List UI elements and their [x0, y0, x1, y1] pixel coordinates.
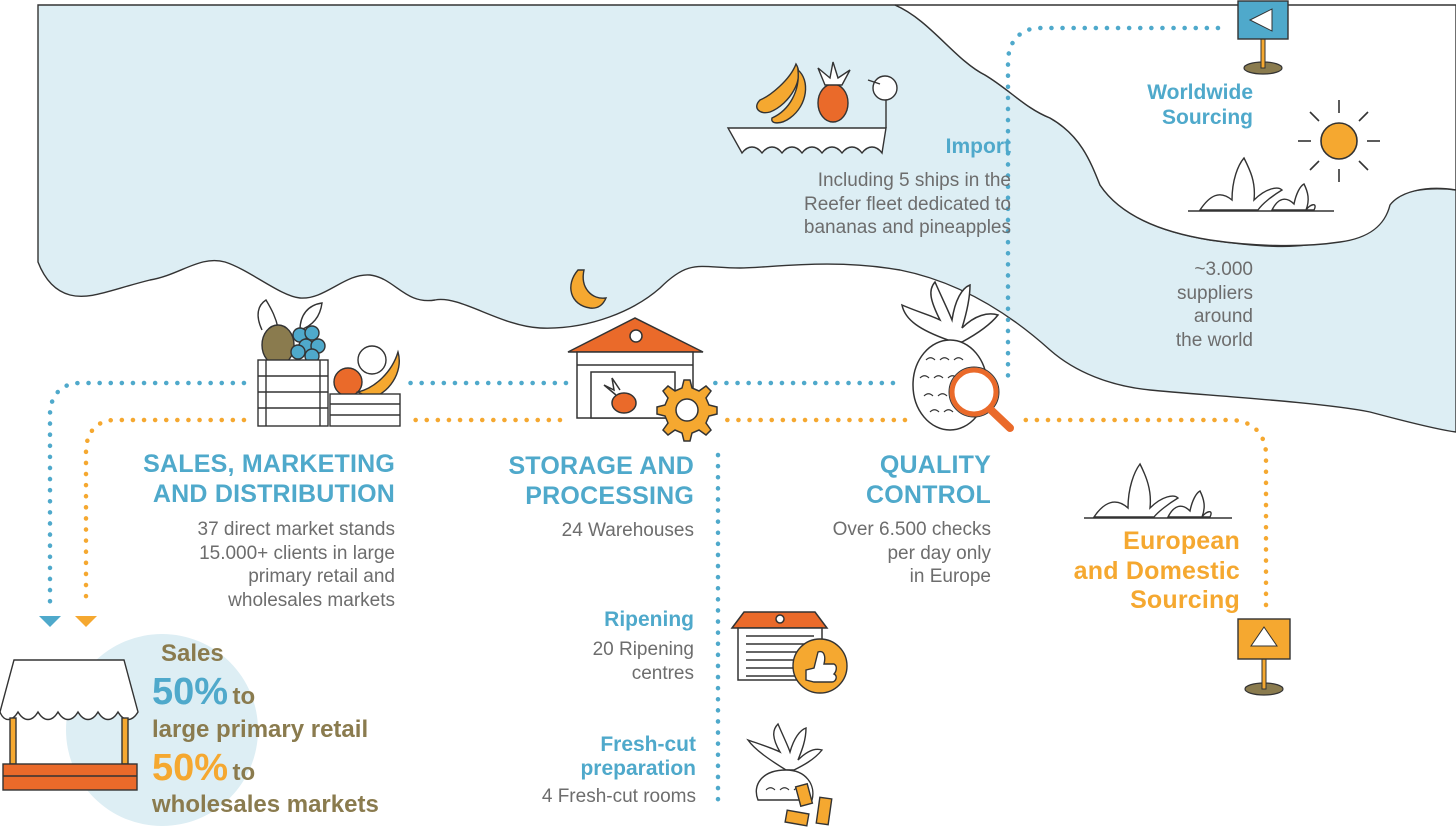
blue-arrow-head: [39, 616, 61, 627]
european-plant-icon: [1084, 462, 1232, 519]
pineapple-magnifier-icon: [900, 280, 1014, 432]
fruit-crate-icon: [257, 299, 401, 427]
pineapple-cut-icon: [746, 722, 833, 827]
retail-label: large primary retail: [152, 716, 369, 743]
flag-left-arrow-icon: [1237, 0, 1289, 75]
market-stand-icon: [0, 659, 139, 791]
worldwide-description: ~3.000 suppliers around the world: [1175, 259, 1253, 351]
ripening-description: 20 Ripening centres: [592, 639, 694, 684]
sales-split-retail: 50% to: [152, 671, 256, 713]
ripening-title: Ripening: [604, 608, 694, 631]
storage-title: STORAGE AND PROCESSING: [508, 452, 694, 510]
blue-path-sales-down: [47, 380, 247, 608]
wholesale-percentage: 50%: [152, 747, 229, 789]
fresh-cut-title: Fresh-cut preparation: [580, 733, 696, 780]
quality-control-title: QUALITY CONTROL: [866, 451, 991, 509]
import-description: Including 5 ships in the Reefer fleet de…: [803, 170, 1011, 238]
european-title: European and Domestic Sourcing: [1073, 527, 1240, 614]
import-title: Import: [945, 135, 1011, 158]
fresh-cut-description: 4 Fresh-cut rooms: [541, 786, 696, 807]
thumbs-up-icon: [792, 638, 848, 694]
retail-percentage: 50%: [152, 671, 229, 713]
gear-icon: [656, 379, 718, 442]
quality-control-description: Over 6.500 checks per day only in Europe: [832, 519, 991, 587]
land-outline: [894, 4, 1456, 247]
orange-arrow-head: [75, 616, 97, 627]
orange-path-european: [1017, 417, 1269, 608]
crescent-moon-icon: [570, 269, 608, 309]
orange-path-sales-down: [83, 417, 247, 608]
cargo-ship-icon: [726, 61, 898, 155]
plant-icon: [1188, 156, 1334, 212]
sales-split-wholesale: 50% to: [152, 747, 256, 789]
blue-path-worldwide: [1005, 25, 1221, 388]
flag-up-arrow-icon: [1237, 618, 1291, 696]
storage-description: 24 Warehouses: [561, 520, 694, 541]
worldwide-title: Worldwide Sourcing: [1147, 81, 1253, 129]
sales-marketing-title: SALES, MARKETING AND DISTRIBUTION: [143, 450, 395, 508]
sales-split-title: Sales: [161, 640, 224, 667]
sun-icon: [1298, 100, 1380, 182]
wholesale-label: wholesales markets: [152, 791, 379, 818]
sales-marketing-description: 37 direct market stands 15.000+ clients …: [197, 519, 395, 611]
